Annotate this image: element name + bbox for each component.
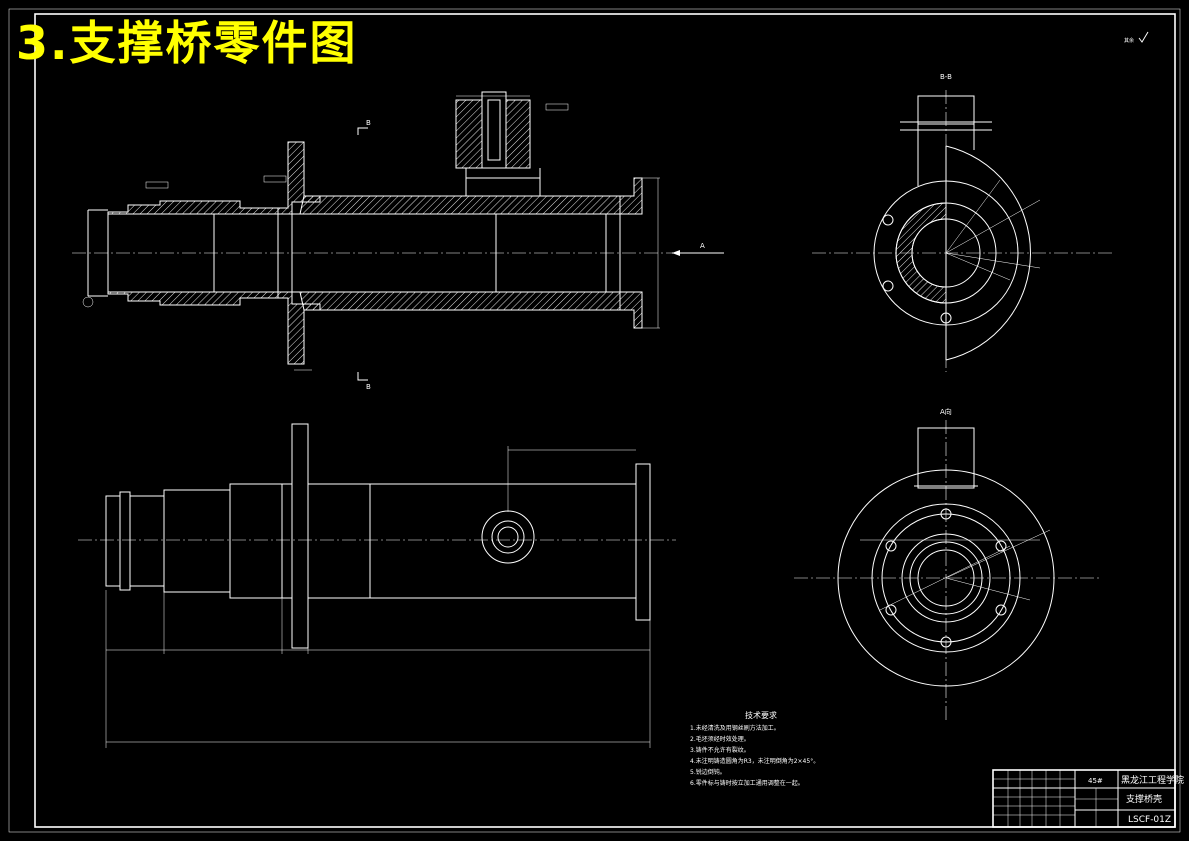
section-mark-b-bottom: B <box>366 383 371 391</box>
requirement-item: 3.铸件不允许有裂纹。 <box>690 747 750 754</box>
requirement-item: 5.锐边倒钝。 <box>690 769 726 776</box>
view-a-label: A向 <box>940 407 952 416</box>
title-block: 黑龙江工程学院 支撑桥壳 LSCF-01Z 45# <box>992 769 1184 828</box>
requirement-item: 4.未注明铸造圆角为R3，未注明倒角为2×45°。 <box>690 758 820 765</box>
section-bb-view: B-B <box>812 73 1112 372</box>
requirement-item: 1.未经清洗及用钢丝刷方法加工。 <box>690 725 780 732</box>
outer-border <box>8 8 1181 833</box>
technical-requirements-heading: 技术要求 <box>745 711 777 720</box>
roughness-symbol-icon <box>1138 31 1149 43</box>
section-bb-label: B-B <box>940 73 952 81</box>
section-mark-b-top: B <box>366 119 371 127</box>
requirement-item: 2.毛坯须经时效处理。 <box>690 736 750 743</box>
title-block-material: 45# <box>1088 777 1103 785</box>
title-block-drawing-no: LSCF-01Z <box>1128 815 1171 825</box>
view-a: A向 <box>794 407 1100 722</box>
title-block-part-name: 支撑桥壳 <box>1126 793 1162 805</box>
front-section-view: B B A <box>72 91 724 391</box>
title-block-school: 黑龙江工程学院 <box>1121 774 1184 786</box>
inner-border <box>34 13 1176 828</box>
view-a-arrow-label: A <box>700 242 705 250</box>
roughness-note: 其余 <box>1124 37 1134 44</box>
front-exterior-view <box>78 423 676 748</box>
page-title: 3.支撑桥零件图 <box>16 16 358 70</box>
requirement-item: 6.零件标与铸时按立加工通用调整在一起。 <box>690 780 804 787</box>
technical-requirements: 技术要求 1.未经清洗及用钢丝刷方法加工。 2.毛坯须经时效处理。 3.铸件不允… <box>690 710 819 789</box>
